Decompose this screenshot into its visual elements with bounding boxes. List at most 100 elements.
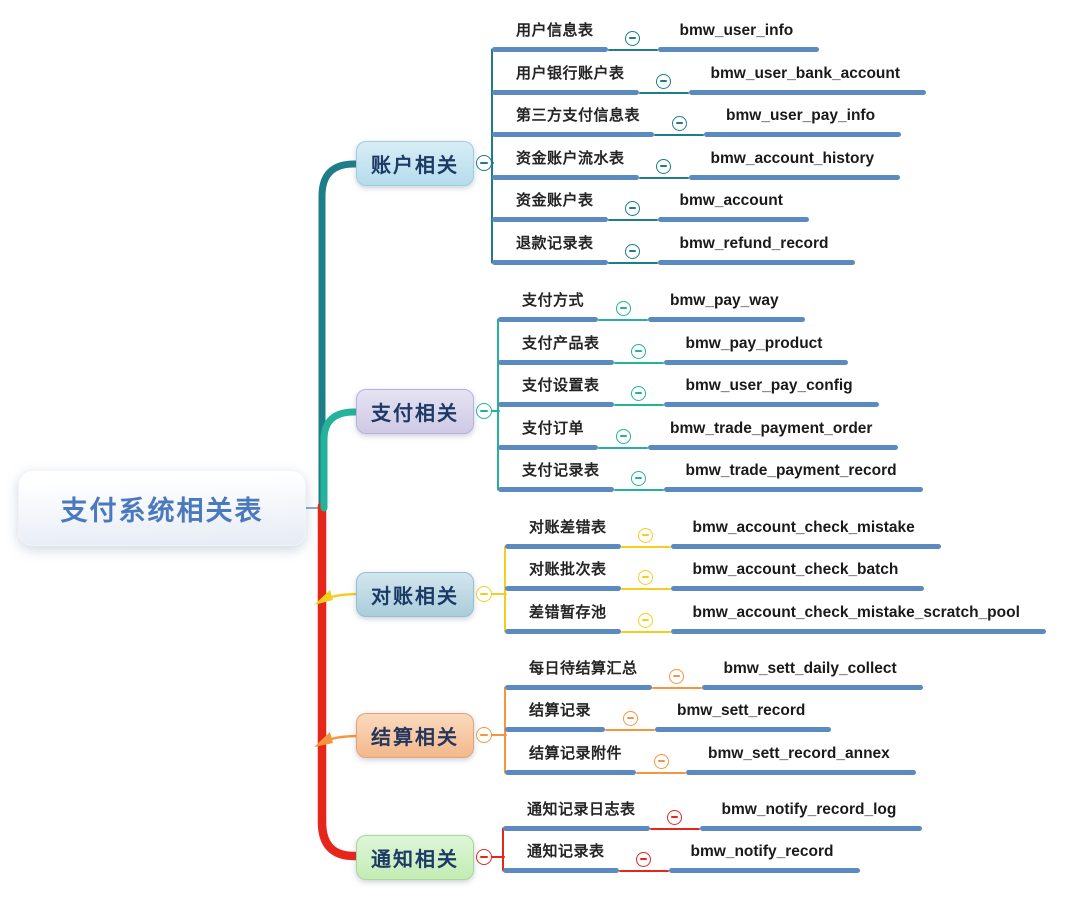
table-cn-label[interactable]: 支付订单 (522, 420, 585, 437)
table-cn-label[interactable]: 资金账户表 (516, 192, 594, 209)
table-name-label[interactable]: bmw_sett_record (677, 702, 806, 719)
collapse-minus-icon[interactable] (638, 569, 654, 585)
table-cn-label[interactable]: 用户信息表 (516, 22, 594, 39)
table-cn-label[interactable]: 支付记录表 (522, 462, 600, 479)
table-cn-label[interactable]: 退款记录表 (516, 235, 594, 252)
row-connector-line (607, 261, 658, 264)
table-name-label[interactable]: bmw_account_history (710, 150, 875, 167)
table-cn-label[interactable]: 对账批次表 (529, 561, 607, 578)
minus-glyph (619, 307, 627, 309)
table-row: 通知记录日志表 bmw_notify_record_log (503, 800, 923, 831)
table-cn-label[interactable]: 支付产品表 (522, 335, 600, 352)
row-connector-line (613, 488, 664, 491)
table-name-label[interactable]: bmw_account_check_mistake_scratch_pool (692, 604, 1020, 621)
table-name-label[interactable]: bmw_refund_record (679, 235, 829, 252)
table-cn-label[interactable]: 通知记录日志表 (527, 801, 636, 818)
collapse-minus-icon[interactable] (476, 727, 492, 743)
collapse-minus-icon[interactable] (631, 343, 647, 359)
table-cn-label[interactable]: 对账差错表 (529, 519, 607, 536)
node-underline (701, 685, 923, 690)
minus-glyph (635, 477, 643, 479)
row-connector-cell (654, 115, 705, 138)
root-node[interactable]: 支付系统相关表 (18, 470, 306, 546)
collapse-minus-icon[interactable] (615, 428, 631, 444)
node-underline (699, 826, 923, 831)
branch-node-account[interactable]: 账户相关 (356, 141, 474, 186)
collapse-minus-icon[interactable] (625, 30, 641, 46)
cn-label-cell: 资金账户流水表 (492, 149, 639, 180)
table-row: 支付方式 bmw_pay_way (498, 291, 805, 322)
cn-label-cell: 每日待结算汇总 (505, 659, 652, 690)
cn-label-cell: 结算记录 (505, 701, 606, 732)
collapse-minus-icon[interactable] (615, 300, 631, 316)
branch-node-payment[interactable]: 支付相关 (356, 389, 474, 434)
table-name-label[interactable]: bmw_notify_record (690, 843, 834, 860)
table-row: 退款记录表 bmw_refund_record (492, 234, 855, 265)
table-cn-label[interactable]: 支付设置表 (522, 377, 600, 394)
row-connector-cell (620, 527, 671, 550)
collapse-minus-icon[interactable] (476, 155, 492, 171)
table-row: 支付订单 bmw_trade_payment_order (498, 419, 899, 450)
collapse-minus-icon[interactable] (625, 200, 641, 216)
table-name-label[interactable]: bmw_trade_payment_record (685, 462, 897, 479)
node-underline (505, 544, 621, 549)
table-name-label[interactable]: bmw_user_info (679, 22, 794, 39)
collapse-minus-icon[interactable] (631, 385, 647, 401)
table-cn-label[interactable]: 第三方支付信息表 (516, 107, 641, 124)
table-name-label[interactable]: bmw_pay_way (670, 292, 779, 309)
table-cn-label[interactable]: 通知记录表 (527, 843, 605, 860)
table-name-label[interactable]: bmw_sett_daily_collect (723, 660, 897, 677)
table-name-label[interactable]: bmw_sett_record_annex (708, 745, 890, 762)
collapse-minus-icon[interactable] (631, 470, 647, 486)
table-cn-label[interactable]: 资金账户流水表 (516, 150, 625, 167)
collapse-minus-icon[interactable] (667, 809, 683, 825)
table-cn-label[interactable]: 用户银行账户表 (516, 65, 625, 82)
collapse-minus-icon[interactable] (653, 753, 669, 769)
table-name-label[interactable]: bmw_trade_payment_order (670, 420, 873, 437)
collapse-minus-icon[interactable] (638, 612, 654, 628)
table-name-label[interactable]: bmw_account_check_batch (692, 561, 899, 578)
minus-glyph (673, 675, 681, 677)
table-name-cell: bmw_account_check_mistake (670, 518, 941, 549)
table-name-cell: bmw_notify_record_log (699, 800, 923, 831)
row-connector-cell (618, 851, 669, 874)
row-connector-cell (638, 158, 689, 181)
table-name-label[interactable]: bmw_pay_product (685, 335, 823, 352)
table-name-label[interactable]: bmw_user_pay_config (685, 377, 853, 394)
branch-node-reconciliation[interactable]: 对账相关 (356, 572, 474, 617)
row-connector-line (638, 91, 689, 94)
row-connector-line (605, 728, 656, 731)
node-underline (503, 826, 650, 831)
table-name-label[interactable]: bmw_user_pay_info (726, 107, 876, 124)
table-name-label[interactable]: bmw_account (679, 192, 783, 209)
table-cn-label[interactable]: 结算记录 (529, 702, 592, 719)
collapse-minus-icon[interactable] (656, 73, 672, 89)
table-cn-label[interactable]: 结算记录附件 (529, 745, 623, 762)
row-connector-line (607, 218, 658, 221)
collapse-minus-icon[interactable] (476, 586, 492, 602)
table-name-label[interactable]: bmw_account_check_mistake (692, 519, 915, 536)
minus-glyph (642, 534, 650, 536)
collapse-minus-icon[interactable] (656, 158, 672, 174)
collapse-minus-icon[interactable] (476, 849, 492, 865)
table-cn-label[interactable]: 每日待结算汇总 (529, 660, 638, 677)
table-name-label[interactable]: bmw_user_bank_account (710, 65, 901, 82)
minus-glyph (642, 619, 650, 621)
row-connector-cell (620, 612, 671, 635)
row-connector-cell (607, 243, 658, 266)
branch-node-notification[interactable]: 通知相关 (356, 835, 474, 880)
table-cn-label[interactable]: 支付方式 (522, 292, 585, 309)
table-cn-label[interactable]: 差错暂存池 (529, 604, 607, 621)
collapse-minus-icon[interactable] (476, 403, 492, 419)
row-connector-cell (605, 710, 656, 733)
table-name-label[interactable]: bmw_notify_record_log (721, 801, 897, 818)
collapse-minus-icon[interactable] (638, 527, 654, 543)
collapse-minus-icon[interactable] (622, 710, 638, 726)
collapse-minus-icon[interactable] (636, 851, 652, 867)
collapse-minus-icon[interactable] (671, 115, 687, 131)
collapse-minus-icon[interactable] (669, 668, 685, 684)
branch-node-settlement[interactable]: 结算相关 (356, 713, 474, 758)
table-row: 支付设置表 bmw_user_pay_config (498, 376, 879, 407)
collapse-minus-icon[interactable] (625, 243, 641, 259)
